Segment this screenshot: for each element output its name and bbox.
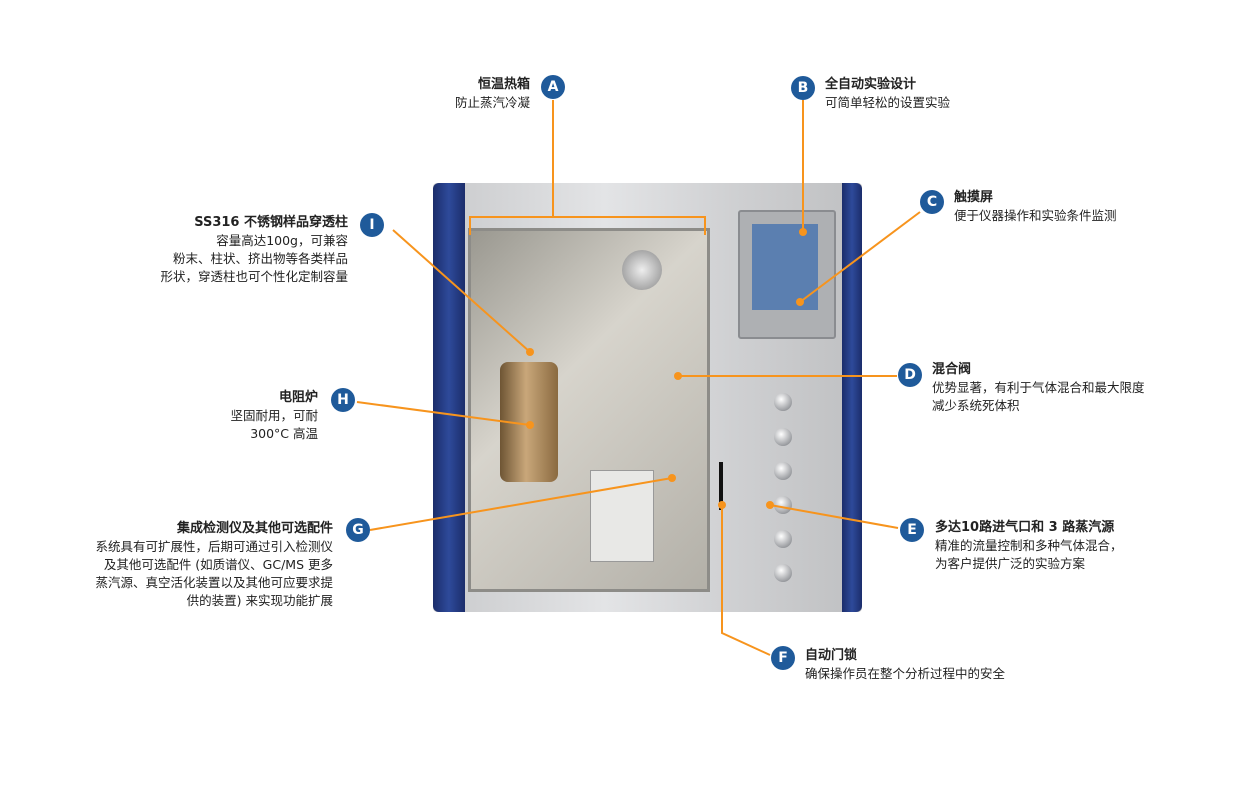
leader-c xyxy=(799,211,921,303)
badge-e: E xyxy=(900,518,924,542)
leader-f xyxy=(721,505,771,656)
door-lock xyxy=(719,462,723,510)
callout-e: 多达10路进气口和 3 路蒸汽源 精准的流量控制和多种气体混合， 为客户提供广泛… xyxy=(935,519,1123,573)
callout-desc: 精准的流量控制和多种气体混合， xyxy=(935,538,1123,553)
callout-desc: 形状，穿透柱也可个性化定制容量 xyxy=(160,269,348,284)
callout-g: 集成检测仪及其他可选配件 系统具有可扩展性，后期可通过引入检测仪 及其他可选配件… xyxy=(95,520,333,610)
detector-module xyxy=(590,470,654,562)
callout-desc: 及其他可选配件 (如质谱仪、GC/MS 更多 xyxy=(103,557,333,572)
gas-knob xyxy=(774,393,792,411)
leader-h xyxy=(356,401,531,426)
callout-i: SS316 不锈钢样品穿透柱 容量高达100g，可兼容 粉末、柱状、挤出物等各类… xyxy=(160,214,348,286)
gas-knob xyxy=(774,462,792,480)
badge-d: D xyxy=(898,363,922,387)
badge-c: C xyxy=(920,190,944,214)
callout-desc: 优势显著，有利于气体混合和最大限度 xyxy=(932,380,1145,395)
leader-e xyxy=(769,504,899,529)
gas-knob xyxy=(774,428,792,446)
leader-a xyxy=(469,100,706,235)
badge-g: G xyxy=(346,518,370,542)
gas-knob xyxy=(774,530,792,548)
callout-h: 电阻炉 坚固耐用，可耐 300°C 高温 xyxy=(230,389,318,443)
callout-title: SS316 不锈钢样品穿透柱 xyxy=(194,215,348,230)
leader-i xyxy=(392,229,531,353)
badge-f: F xyxy=(771,646,795,670)
fan xyxy=(622,250,662,290)
callout-desc: 便于仪器操作和实验条件监测 xyxy=(954,208,1117,223)
callout-desc: 系统具有可扩展性，后期可通过引入检测仪 xyxy=(95,539,333,554)
callout-title: 电阻炉 xyxy=(278,390,318,405)
callout-f: 自动门锁 确保操作员在整个分析过程中的安全 xyxy=(805,647,1005,683)
callout-title: 触摸屏 xyxy=(954,190,994,205)
callout-title: 集成检测仪及其他可选配件 xyxy=(176,521,333,536)
badge-h: H xyxy=(331,388,355,412)
callout-d: 混合阀 优势显著，有利于气体混合和最大限度 减少系统死体积 xyxy=(932,361,1145,415)
callout-desc: 300°C 高温 xyxy=(250,426,318,441)
badge-a: A xyxy=(541,75,565,99)
callout-desc: 为客户提供广泛的实验方案 xyxy=(935,556,1086,571)
instrument-side-right xyxy=(842,183,862,612)
leader-g xyxy=(369,477,673,531)
instrument-side-left xyxy=(433,183,465,612)
callout-desc: 容量高达100g，可兼容 xyxy=(216,233,348,248)
callout-desc: 蒸汽源、真空活化装置以及其他可应要求提 xyxy=(95,575,333,590)
badge-b: B xyxy=(791,76,815,100)
callout-desc: 粉末、柱状、挤出物等各类样品 xyxy=(172,251,348,266)
badge-i: I xyxy=(360,213,384,237)
callout-title: 恒温热箱 xyxy=(477,77,530,92)
callout-title: 混合阀 xyxy=(932,362,972,377)
callout-a: 恒温热箱 防止蒸汽冷凝 xyxy=(455,76,530,112)
callout-c: 触摸屏 便于仪器操作和实验条件监测 xyxy=(954,189,1117,225)
callout-desc: 坚固耐用，可耐 xyxy=(230,408,318,423)
callout-desc: 减少系统死体积 xyxy=(932,398,1020,413)
oven-window xyxy=(468,228,710,592)
gas-knob xyxy=(774,496,792,514)
callout-title: 全自动实验设计 xyxy=(825,77,917,92)
gas-knob xyxy=(774,564,792,582)
callout-b: 全自动实验设计 可简单轻松的设置实验 xyxy=(825,76,950,112)
callout-desc: 供的装置) 来实现功能扩展 xyxy=(186,593,333,608)
callout-desc: 防止蒸汽冷凝 xyxy=(454,95,530,110)
callout-desc: 可简单轻松的设置实验 xyxy=(825,95,951,110)
callout-desc: 确保操作员在整个分析过程中的安全 xyxy=(805,666,1006,681)
callout-title: 多达10路进气口和 3 路蒸汽源 xyxy=(935,520,1115,535)
callout-title: 自动门锁 xyxy=(805,648,858,663)
